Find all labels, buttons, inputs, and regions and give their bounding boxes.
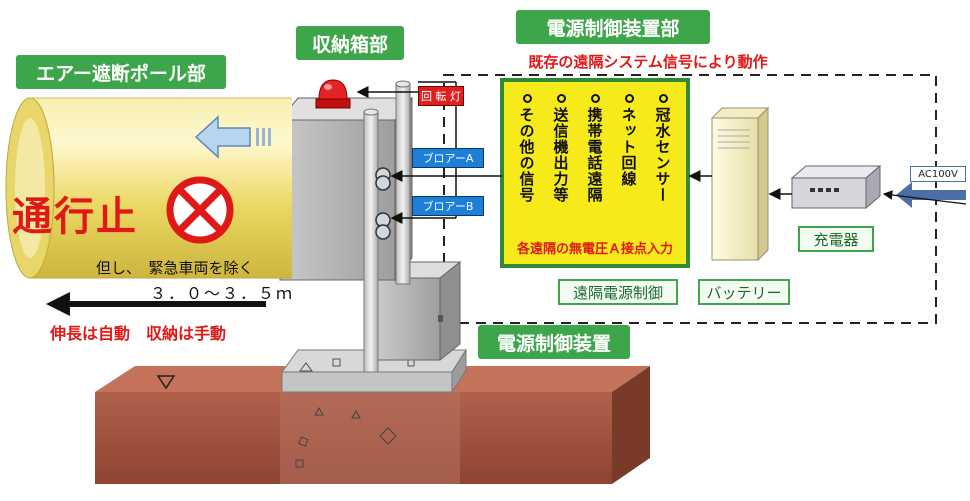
- length-range-text: ３．０～３．５ｍ: [150, 284, 295, 303]
- remote-power-control-label: 遠隔電源制御: [558, 279, 678, 305]
- signal-label: 送信機出力等: [551, 107, 570, 203]
- signal-item: ネット回線: [619, 94, 640, 234]
- signal-item: 冠水センサー: [653, 94, 674, 234]
- length-arrow: [46, 292, 266, 316]
- except-emergency-text: 但し、 緊急車両を除く: [96, 259, 254, 277]
- signal-item: 携帯電話遠隔: [585, 94, 606, 234]
- blower-a-tag: ブロアーA: [412, 148, 484, 168]
- signal-item: その他の信号: [517, 94, 538, 234]
- pole-pair: [363, 80, 411, 373]
- prohibited-icon: [166, 176, 234, 244]
- auto-manual-text: 伸長は自動 収納は手動: [50, 324, 227, 343]
- storage-box: [278, 96, 414, 282]
- ac-input-arrow: [896, 182, 966, 208]
- signal-list: 冠水センサー ネット回線 携帯電話遠隔 送信機出力等 その他の信号: [510, 94, 680, 234]
- signal-label: ネット回線: [619, 107, 638, 187]
- water-level-icon: [156, 375, 176, 390]
- signal-item: 送信機出力等: [551, 94, 572, 234]
- no-entry-text: 通行止: [12, 194, 138, 240]
- signal-bullet-icon: [556, 94, 566, 103]
- ac-input-label: AC100V: [910, 166, 966, 182]
- signal-bullet-icon: [522, 94, 532, 103]
- power-control-section-label: 電源制御装置部: [516, 10, 710, 44]
- blower-a-icon: [375, 167, 391, 191]
- left-arrow-icon: [194, 115, 271, 159]
- signal-bullet-icon: [658, 94, 668, 103]
- signal-label: その他の信号: [517, 107, 536, 203]
- blower-b-icon: [375, 212, 391, 240]
- storage-box-label: 収納箱部: [296, 26, 404, 60]
- signal-label: 冠水センサー: [653, 107, 672, 203]
- lower-control-box: [376, 260, 462, 362]
- power-control-device-label: 電源制御装置: [478, 325, 630, 359]
- signal-label: 携帯電話遠隔: [585, 107, 604, 203]
- signal-bullet-icon: [590, 94, 600, 103]
- charger-icon: [790, 164, 882, 210]
- signal-bullet-icon: [624, 94, 634, 103]
- air-pole-label: エアー遮断ポール部: [16, 55, 226, 89]
- signal-panel: [500, 78, 690, 268]
- blower-b-tag: ブロアーB: [412, 196, 484, 216]
- battery-icon: [710, 106, 770, 262]
- existing-signal-text: 既存の遠隔システム信号により動作: [528, 53, 768, 71]
- rotating-light-icon: [315, 79, 351, 109]
- contact-input-text: 各遠隔の無電圧Ａ接点入力: [516, 242, 673, 257]
- charger-label: 充電器: [798, 226, 874, 252]
- air-tube: [5, 97, 292, 279]
- rotating-light-tag: 回 転 灯: [418, 86, 464, 106]
- battery-label: バッテリー: [698, 279, 790, 305]
